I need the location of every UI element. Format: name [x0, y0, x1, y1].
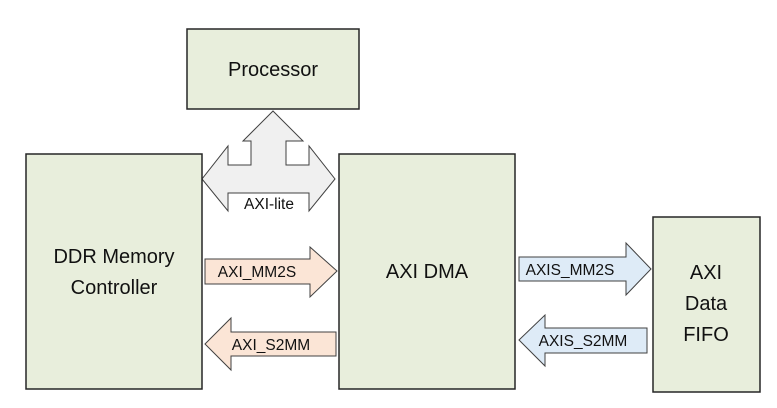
fifo-label-line1: AXI [690, 262, 722, 284]
axi-lite-label: AXI-lite [244, 196, 294, 213]
fifo-label-line3: FIFO [683, 324, 729, 346]
processor-block [186, 28, 360, 110]
axis-s2mm-label: AXIS_S2MM [539, 333, 628, 350]
axi-s2mm-arrow [204, 316, 337, 372]
processor-label: Processor [228, 59, 318, 81]
axi-dma-block [338, 153, 516, 390]
axis-mm2s-label: AXIS_MM2S [526, 262, 615, 279]
ddr-label-line2: Controller [71, 277, 158, 299]
fifo-label-line2: Data [685, 293, 728, 315]
axis-mm2s-arrow [518, 241, 652, 297]
axi-mm2s-arrow [204, 245, 338, 299]
ddr-label-line1: DDR Memory [53, 246, 174, 268]
axi-lite-arrow [201, 110, 336, 213]
axi-dma-label: AXI DMA [386, 261, 469, 283]
axi-mm2s-label: AXI_MM2S [218, 264, 296, 281]
axi-s2mm-label: AXI_S2MM [232, 337, 310, 354]
axi-data-fifo-block [652, 216, 761, 393]
ddr-memory-controller-block [25, 153, 203, 390]
axis-s2mm-arrow [518, 313, 648, 368]
